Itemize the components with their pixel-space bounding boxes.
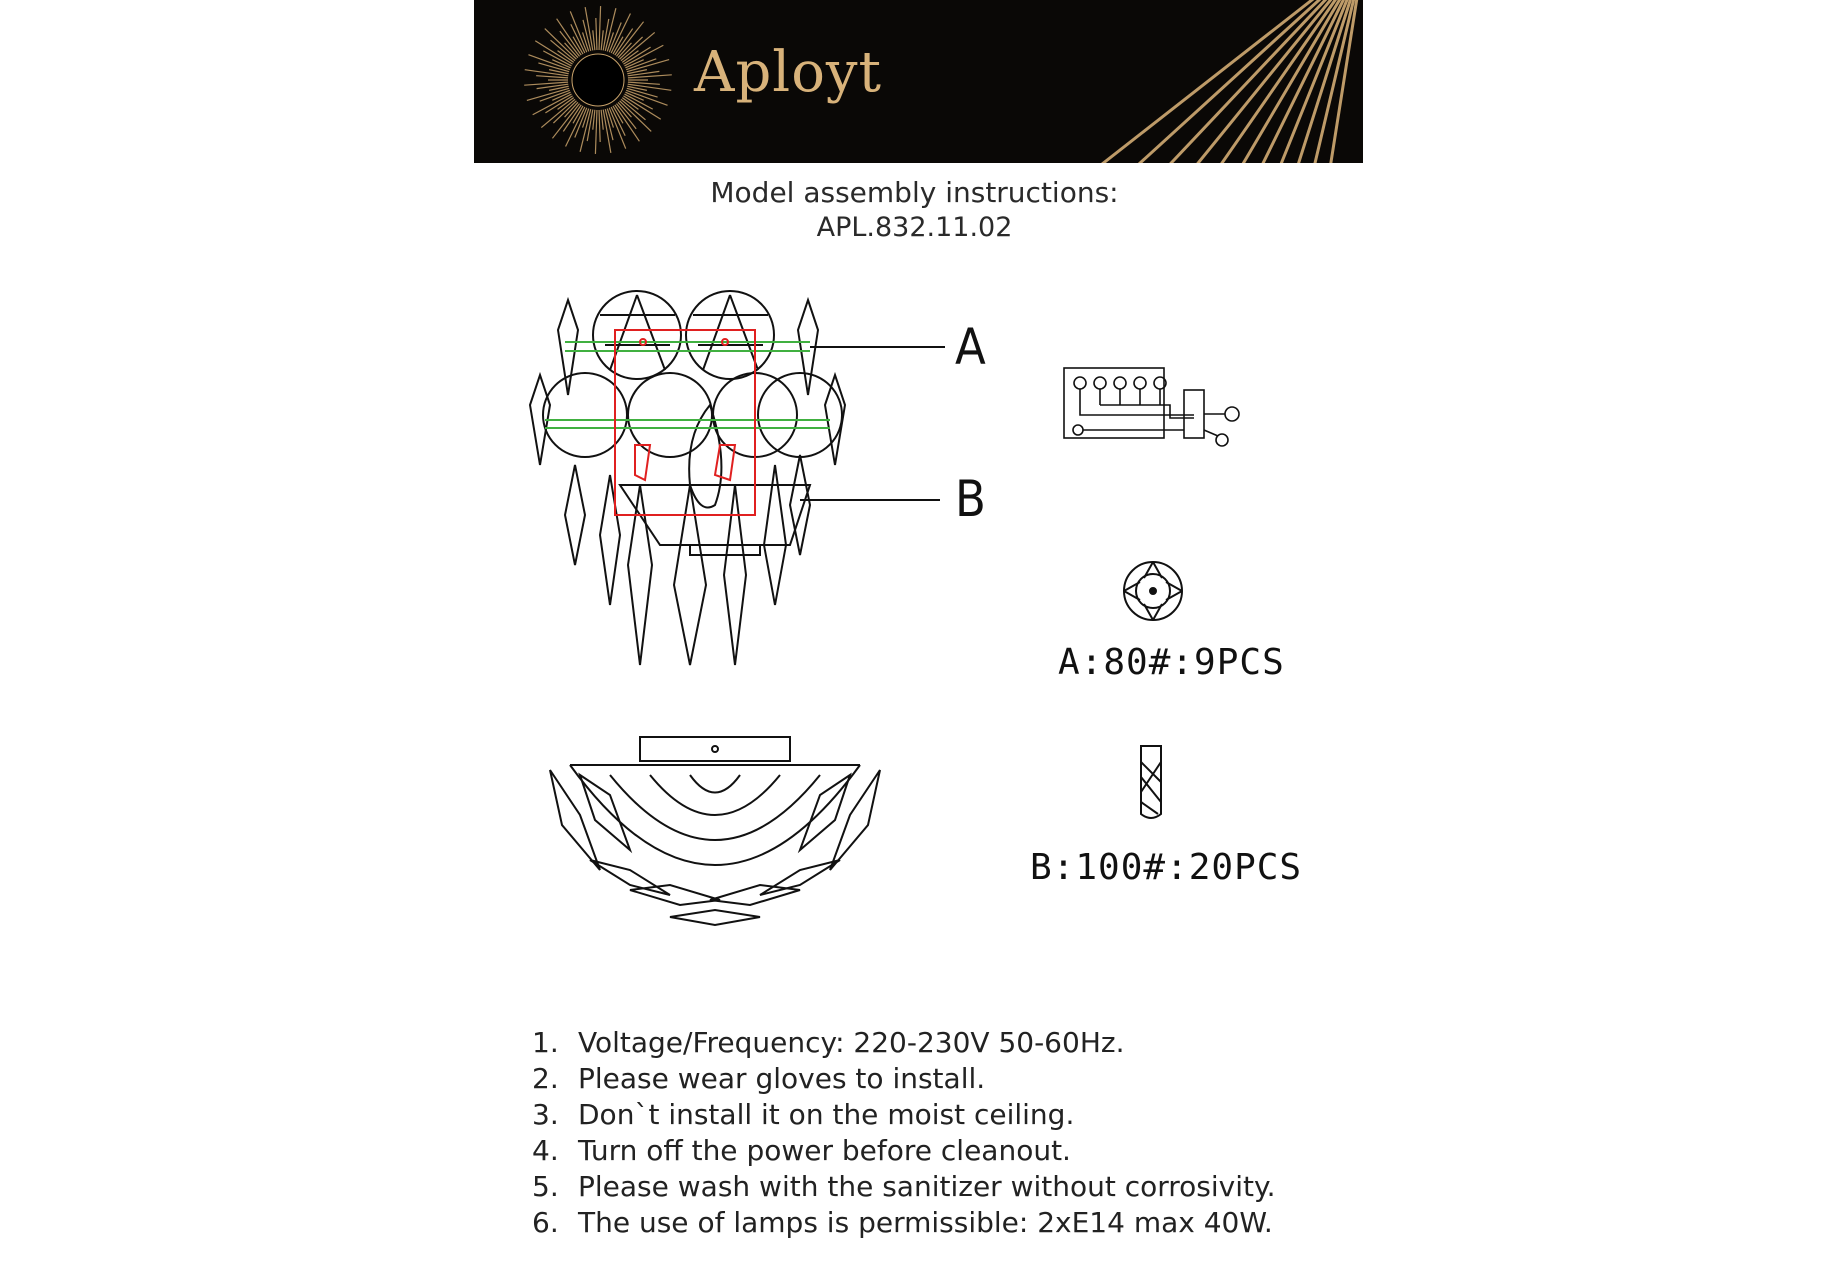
part-b-label: B:100#:20PCS: [1030, 847, 1303, 888]
wiring-diagram: [1063, 367, 1240, 447]
page-title: Model assembly instructions:: [710, 176, 1119, 209]
crystal-a-icon: [1123, 561, 1183, 621]
brand-banner: Aployt: [474, 0, 1363, 163]
crystal-b-icon: [1140, 745, 1162, 819]
callout-b: B: [955, 470, 986, 528]
bottom-view-drawing: [549, 736, 881, 927]
list-item: 1.Voltage/Frequency: 220-230V 50-60Hz.: [532, 1026, 1125, 1059]
brand-logo: Aployt: [694, 40, 883, 105]
model-number: APL.832.11.02: [816, 212, 1013, 243]
callout-a: A: [955, 318, 986, 376]
list-item: 3.Don`t install it on the moist ceiling.: [532, 1098, 1075, 1131]
list-item: 2.Please wear gloves to install.: [532, 1062, 986, 1095]
front-view-drawing: [528, 290, 945, 666]
list-item: 4.Turn off the power before cleanout.: [532, 1134, 1071, 1167]
part-a-label: A:80#:9PCS: [1058, 642, 1285, 683]
list-item: 5.Please wash with the sanitizer without…: [532, 1170, 1276, 1203]
sun-icon: [571, 53, 625, 107]
list-item: 6.The use of lamps is permissible: 2xE14…: [532, 1206, 1273, 1239]
sunburst-graphic: [524, 0, 1359, 163]
instruction-list: 1.Voltage/Frequency: 220-230V 50-60Hz. 2…: [532, 1025, 1432, 1241]
